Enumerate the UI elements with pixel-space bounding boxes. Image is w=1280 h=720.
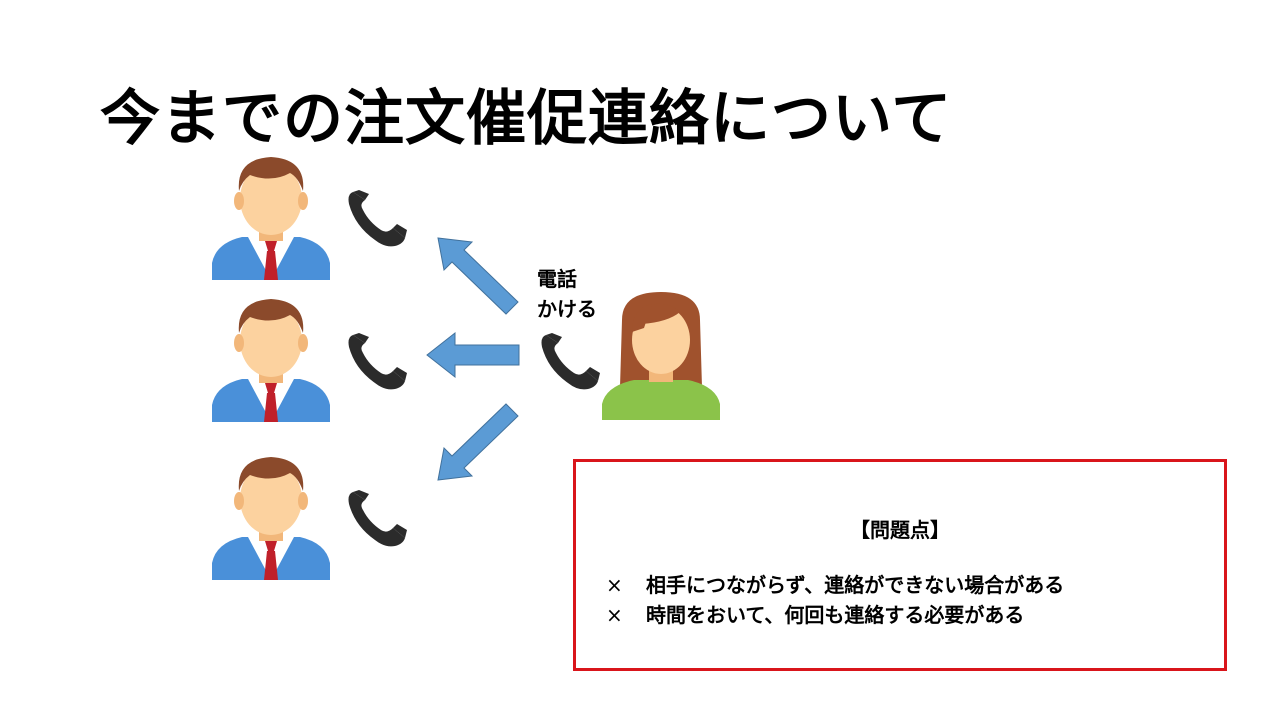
problems-box: 【問題点】 × 相手につながらず、連絡ができない場合がある × 時間をおいて、何回も…: [573, 459, 1227, 671]
telephone-handset-icon: [348, 333, 407, 390]
slide-title: 今までの注文催促連絡について: [100, 84, 953, 154]
arrow-icon-left: [426, 331, 520, 379]
male-person-icon: [212, 299, 330, 422]
call-label-line1: 電話: [537, 267, 577, 291]
telephone-handset-icon: [348, 190, 407, 247]
arrow-icon-up-left: [437, 237, 519, 315]
problems-heading: 【問題点】: [850, 518, 950, 542]
arrow-icon-down-left: [437, 403, 519, 481]
problem-text: 時間をおいて、何回も連絡する必要がある: [646, 603, 1025, 627]
male-person-icon: [212, 157, 330, 280]
problem-item: × 相手につながらず、連絡ができない場合がある: [606, 570, 1064, 600]
cross-mark-icon: ×: [606, 603, 623, 627]
telephone-handset-icon: [348, 490, 407, 547]
call-label: 電話 かける: [537, 264, 597, 324]
problem-item: × 時間をおいて、何回も連絡する必要がある: [606, 600, 1064, 630]
call-label-line2: かける: [537, 297, 597, 321]
male-person-icon: [212, 457, 330, 580]
problem-text: 相手につながらず、連絡ができない場合がある: [646, 573, 1065, 597]
cross-mark-icon: ×: [606, 573, 623, 597]
telephone-handset-icon: [541, 333, 600, 390]
female-person-icon: [602, 292, 720, 420]
problems-list: × 相手につながらず、連絡ができない場合がある × 時間をおいて、何回も連絡する必要…: [606, 570, 1064, 630]
